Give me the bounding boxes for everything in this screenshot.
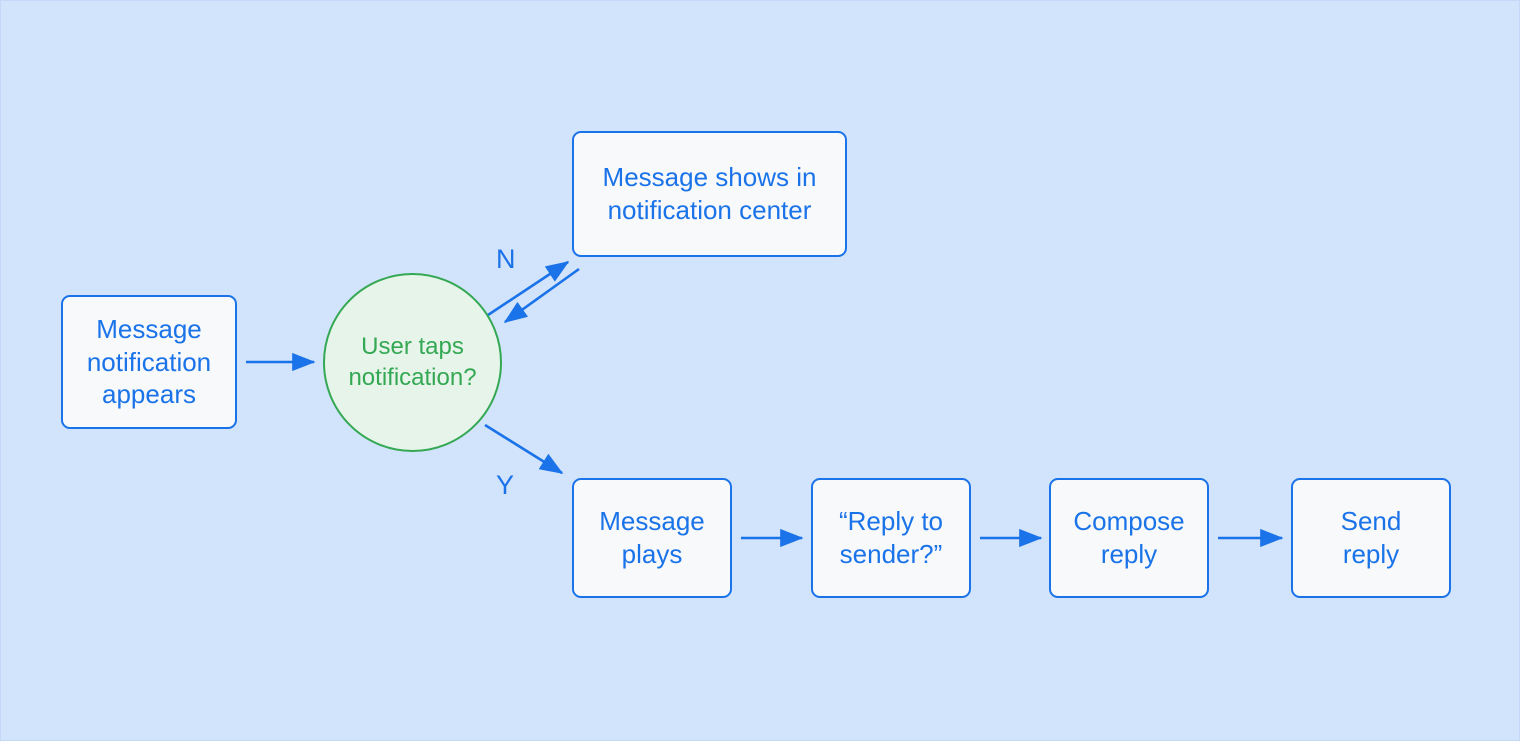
node-reply-to-sender[interactable]: “Reply to sender?” — [811, 478, 971, 598]
node-label: Message shows in notification center — [602, 162, 817, 225]
node-label: User taps notification? — [348, 333, 477, 391]
node-message-shows-in-notification-center[interactable]: Message shows in notification center — [572, 131, 847, 257]
node-label: Message notification appears — [86, 313, 212, 410]
node-label: Compose reply — [1073, 506, 1185, 569]
edge-decision-to-notification-center — [481, 260, 570, 321]
node-user-taps-notification[interactable]: User taps notification? — [323, 273, 502, 452]
node-label: “Reply to sender?” — [838, 506, 944, 569]
edge-notification-center-to-decision — [503, 267, 580, 324]
node-label: Send reply — [1340, 506, 1402, 569]
node-compose-reply[interactable]: Compose reply — [1049, 478, 1209, 598]
edge-decision-to-message-plays — [484, 423, 564, 475]
node-message-plays[interactable]: Message plays — [572, 478, 732, 598]
node-send-reply[interactable]: Send reply — [1291, 478, 1451, 598]
node-label: Message plays — [599, 506, 705, 569]
edge-label-branch-no: N — [496, 244, 516, 274]
node-message-notification-appears[interactable]: Message notification appears — [61, 295, 237, 429]
edge-label-branch-yes: Y — [496, 470, 515, 500]
